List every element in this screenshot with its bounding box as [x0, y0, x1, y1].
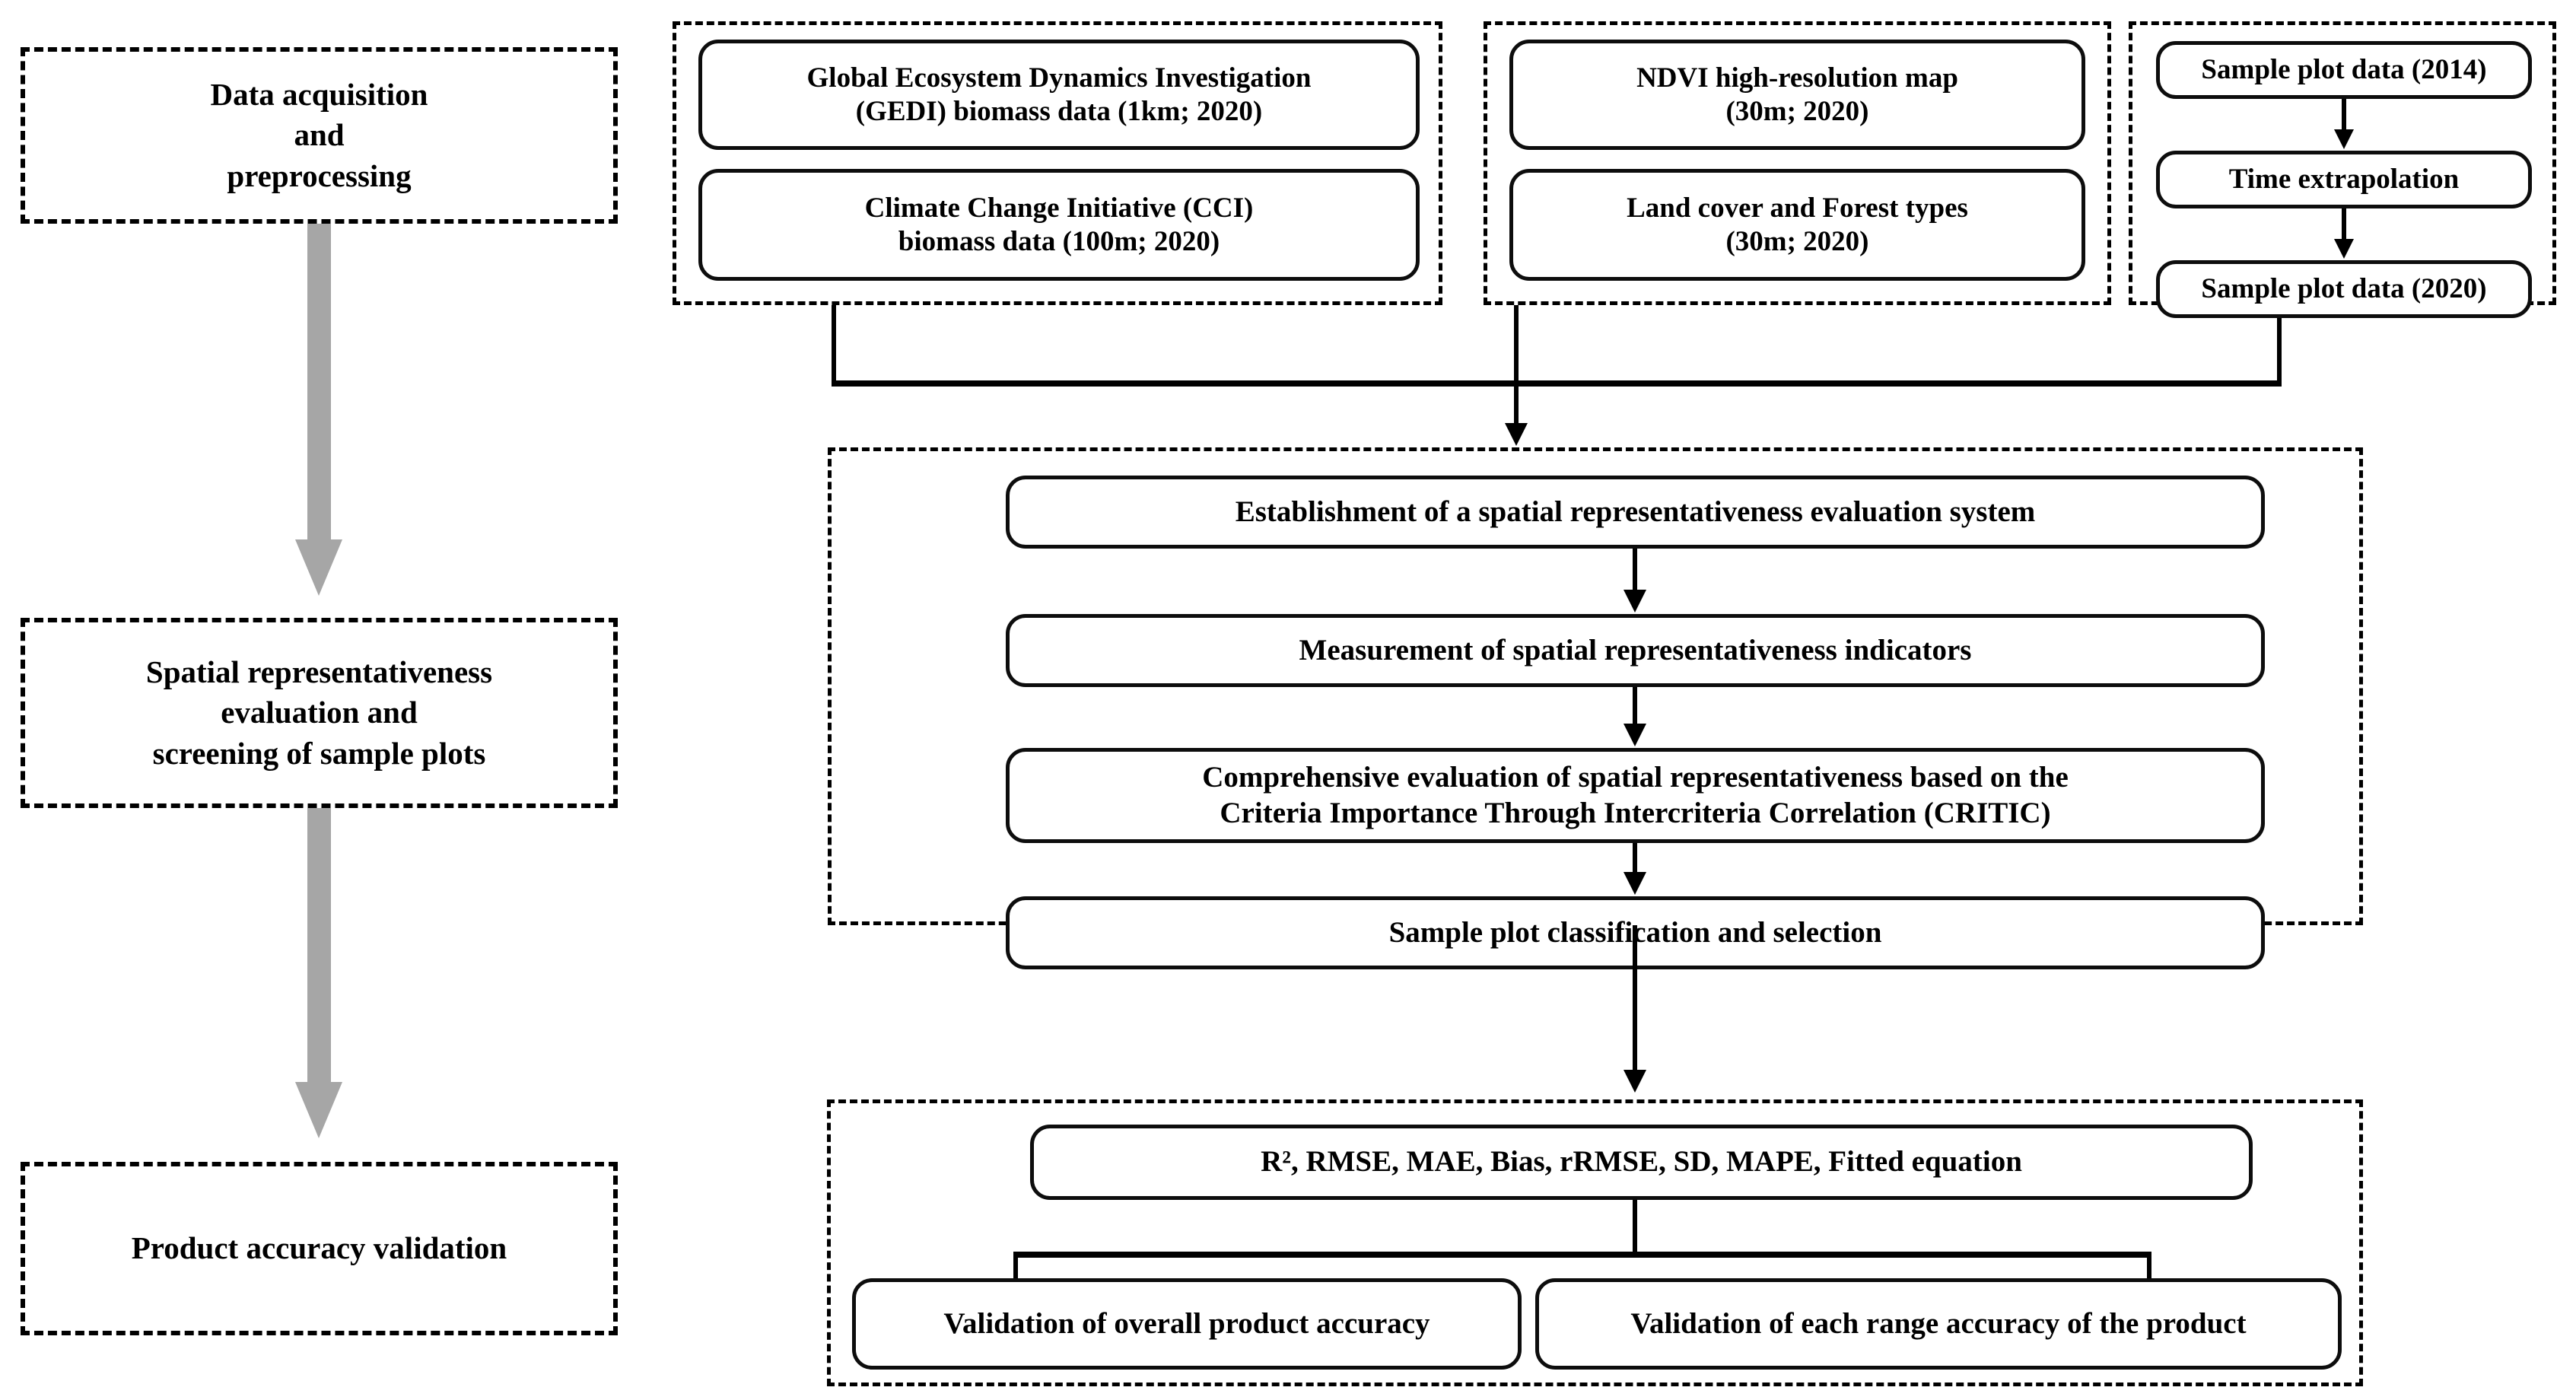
- validation-split-bar: [1013, 1252, 2151, 1258]
- step-connector-1-arrowhead: [1624, 590, 1646, 612]
- step-measurement-box: Measurement of spatial representativenes…: [1006, 614, 2265, 687]
- stage-spatial-representativeness: Spatial representativeness evaluation an…: [21, 618, 618, 808]
- step-connector-2-arrowhead: [1624, 724, 1646, 746]
- stage-product-validation: Product accuracy validation: [21, 1162, 618, 1335]
- validation-panel: [827, 1099, 2363, 1386]
- sample-plot-connector-2: [2342, 208, 2346, 243]
- time-extrapolation-box: Time extrapolation: [2156, 151, 2532, 208]
- bus-drop-right: [2277, 318, 2282, 385]
- metrics-box: R², RMSE, MAE, Bias, rRMSE, SD, MAPE, Fi…: [1030, 1125, 2253, 1200]
- evaluation-to-validation-arrowhead: [1624, 1070, 1646, 1093]
- bus-horizontal: [832, 380, 2282, 387]
- step-connector-1: [1633, 549, 1637, 594]
- gedi-biomass-box: Global Ecosystem Dynamics Investigation …: [698, 40, 1420, 150]
- bus-drop-middle: [1514, 305, 1519, 385]
- step-connector-3: [1633, 843, 1637, 877]
- stage-arrow-2-head: [295, 1082, 342, 1138]
- ndvi-map-box: NDVI high-resolution map (30m; 2020): [1509, 40, 2085, 150]
- sample-plot-2020-box: Sample plot data (2020): [2156, 260, 2532, 318]
- step-critic-box: Comprehensive evaluation of spatial repr…: [1006, 748, 2265, 843]
- step-establishment-box: Establishment of a spatial representativ…: [1006, 476, 2265, 549]
- validation-overall-box: Validation of overall product accuracy: [852, 1278, 1522, 1370]
- stage-arrow-1-head: [295, 539, 342, 596]
- sample-plot-connector-1-arrowhead: [2334, 129, 2354, 149]
- validation-each-range-box: Validation of each range accuracy of the…: [1535, 1278, 2342, 1370]
- stage-arrow-2-shaft: [307, 808, 331, 1086]
- bus-drop-left: [832, 305, 836, 385]
- group-auxiliary-maps-panel: [1484, 21, 2111, 305]
- bus-to-evaluation-line: [1514, 380, 1519, 428]
- step-connector-3-arrowhead: [1624, 872, 1646, 895]
- validation-split-stem: [1633, 1200, 1637, 1255]
- evaluation-to-validation-line: [1633, 925, 1637, 1074]
- stage-arrow-1-shaft: [307, 224, 331, 543]
- cci-biomass-box: Climate Change Initiative (CCI) biomass …: [698, 169, 1420, 281]
- group-biomass-products-panel: [673, 21, 1442, 305]
- stage-data-acquisition: Data acquisition and preprocessing: [21, 47, 618, 224]
- landcover-forest-types-box: Land cover and Forest types (30m; 2020): [1509, 169, 2085, 281]
- bus-to-evaluation-arrowhead: [1505, 423, 1528, 446]
- sample-plot-2014-box: Sample plot data (2014): [2156, 41, 2532, 99]
- sample-plot-connector-1: [2342, 99, 2346, 134]
- metrics-label: R², RMSE, MAE, Bias, rRMSE, SD, MAPE, Fi…: [1261, 1145, 2022, 1179]
- step-connector-2: [1633, 687, 1637, 728]
- sample-plot-connector-2-arrowhead: [2334, 239, 2354, 259]
